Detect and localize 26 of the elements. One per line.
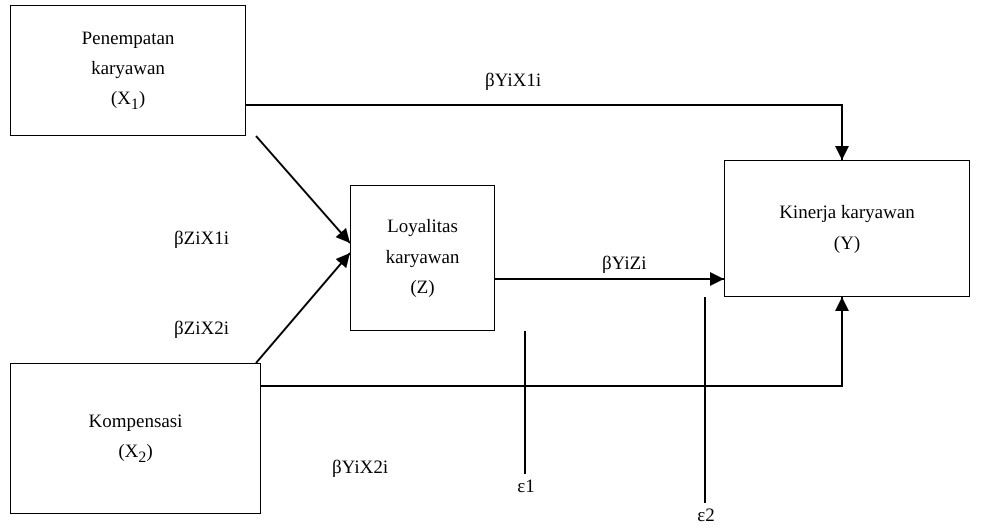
- node-label: Kinerja karyawan: [779, 201, 915, 226]
- connector-line: [524, 331, 526, 474]
- variable-symbol: (Y): [834, 232, 860, 256]
- process-box: [10, 363, 261, 514]
- process-box: [724, 160, 970, 297]
- variable-symbol: (Z): [410, 276, 435, 300]
- node-label: Loyalitas karyawan: [384, 215, 460, 270]
- arrow: [255, 135, 351, 244]
- variable-symbol: (X$_{2}$): [118, 440, 153, 468]
- edge-label: βZiX1i: [172, 228, 232, 250]
- edge-label: βYiX1i: [483, 70, 544, 92]
- arrow: [255, 252, 351, 364]
- error-term-label: ε1: [513, 474, 539, 500]
- edge-label: βZiX2i: [172, 318, 232, 340]
- connector-line: [704, 297, 706, 503]
- process-box: [350, 185, 495, 331]
- node-label: Penempatan karyawan: [80, 26, 176, 81]
- edge-label: βYiZi: [600, 253, 649, 275]
- arrow: [261, 297, 849, 387]
- variable-symbol: (X$_{1}$): [110, 87, 146, 116]
- arrow: [495, 272, 724, 286]
- node-label: Kompensasi: [88, 410, 182, 434]
- process-box: [10, 5, 246, 136]
- arrow: [246, 104, 849, 160]
- error-term-label: ε2: [693, 503, 719, 529]
- edge-label: βYiX2i: [330, 457, 390, 479]
